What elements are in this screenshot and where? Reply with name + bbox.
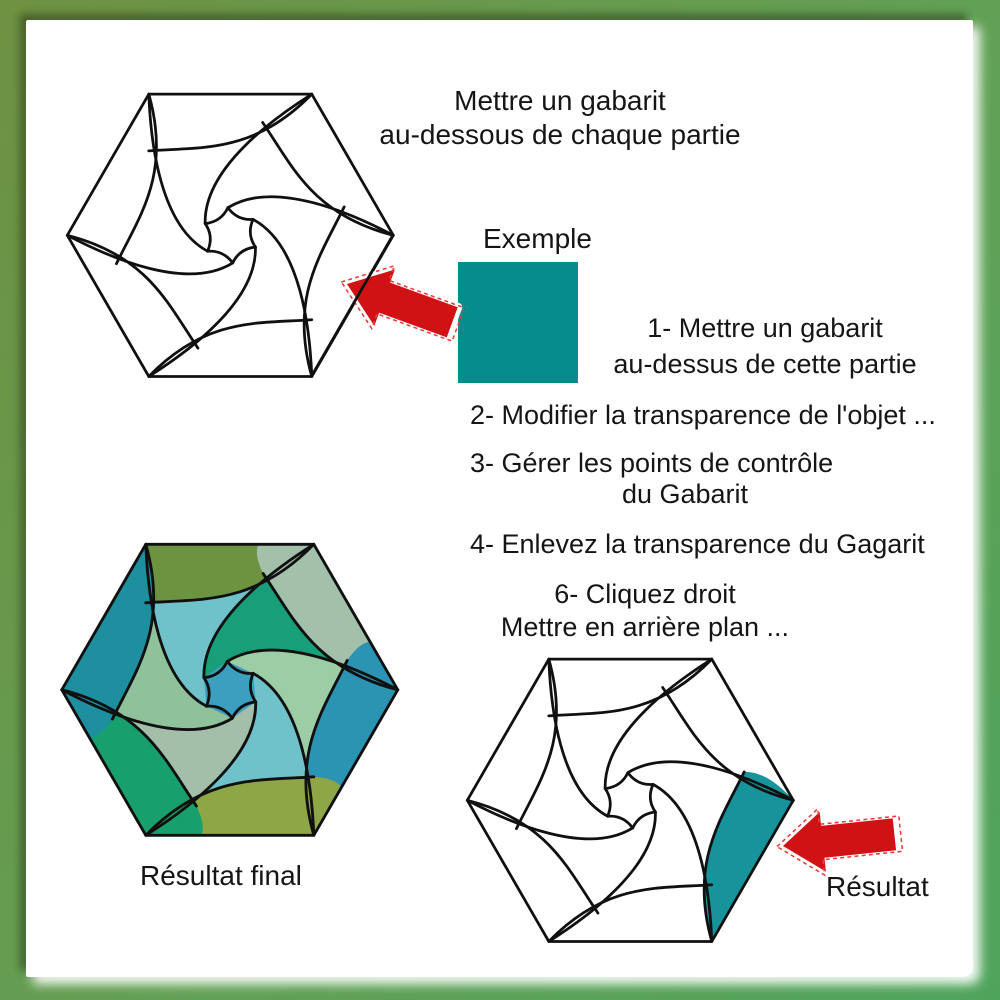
step-3-line1: 3- Gérer les points de contrôle — [470, 448, 834, 478]
step-6-line2: Mettre en arrière plan ... — [500, 612, 790, 642]
top-caption-line1: Mettre un gabarit — [454, 85, 666, 116]
red-arrow-icon — [775, 807, 904, 877]
red-arrow-icon — [340, 264, 466, 343]
step-6-line1: 6- Cliquez droit — [554, 579, 736, 609]
step-3: 3- Gérer les points de contrôle du Gabar… — [470, 448, 900, 510]
example-color-swatch — [458, 262, 578, 383]
top-caption-line2: au-dessous de chaque partie — [379, 119, 741, 150]
step-4: 4- Enlevez la transparence du Gagarit — [470, 529, 925, 559]
result-hexagon — [465, 657, 795, 943]
step-1-line1: 1- Mettre un gabarit — [647, 313, 883, 343]
step-3-line2: du Gabarit — [621, 479, 749, 509]
top-caption: Mettre un gabarit au-dessous de chaque p… — [310, 84, 810, 152]
step-1-line2: au-dessus de cette partie — [613, 349, 917, 379]
step-2: 2- Modifier la transparence de l'objet .… — [470, 400, 936, 430]
result-label: Résultat — [826, 871, 929, 902]
step-6: 6- Cliquez droit Mettre en arrière plan … — [440, 578, 850, 644]
exemple-label: Exemple — [483, 223, 592, 254]
result-final-hexagon-figure — [45, 505, 415, 880]
result-final-label: Résultat final — [140, 860, 302, 891]
step-1: 1- Mettre un gabarit au-dessus de cette … — [565, 310, 965, 382]
colored-hexagon — [60, 542, 400, 837]
result-hexagon-figure — [451, 621, 810, 985]
